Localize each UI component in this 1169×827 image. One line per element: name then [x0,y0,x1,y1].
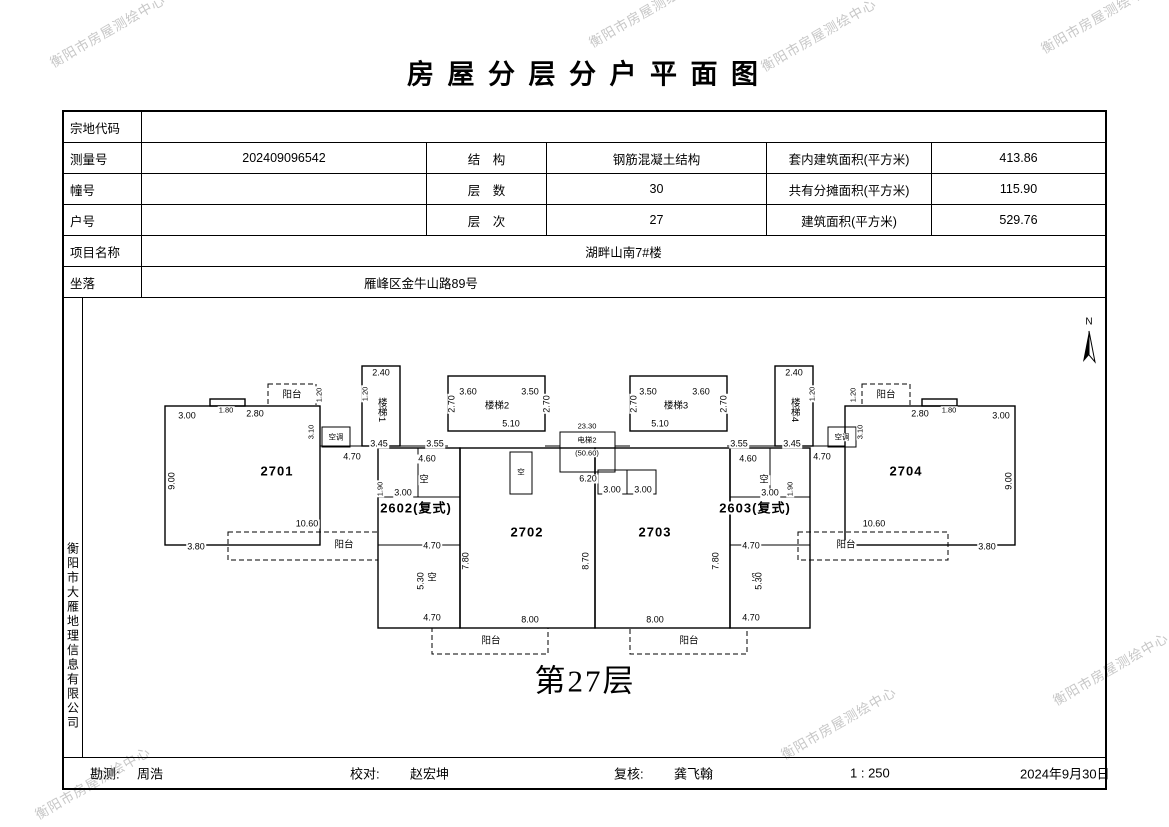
balcony-bottom-right [629,627,748,655]
inner-area-label: 套内建筑面积(平方米) [767,143,932,174]
gross-area-label: 建筑面积(平方米) [767,205,932,236]
sheet-frame: 宗地代码 测量号 202409096542 结 构 钢筋混凝土结构 套内建筑面积… [62,110,1110,790]
company-strip: 衡阳市大雁地理信息有限公司 [64,298,83,758]
reviewed-by-label: 复核: [614,766,644,782]
north-arrow-icon [1083,330,1096,364]
structure-label: 结 构 [427,143,547,174]
level-value: 27 [547,205,767,236]
location-value-cell: 雁峰区金牛山路89号 [142,267,1105,298]
project-name-label: 项目名称 [64,236,142,267]
balcony-bottom-left [431,627,549,655]
floors-label: 层 数 [427,174,547,205]
unit-no-label: 户号 [64,205,142,236]
date-value: 2024年9月30日 [1020,766,1110,782]
survey-by-value: 周浩 [137,766,164,782]
page-title: 房 屋 分 层 分 户 平 面 图 [406,59,762,90]
ac-box-right [827,426,857,448]
survey-no-label: 测量号 [64,143,142,174]
shared-area-value: 115.90 [932,174,1105,205]
elevator-outline [559,431,616,473]
info-table: 宗地代码 测量号 202409096542 结 构 钢筋混凝土结构 套内建筑面积… [64,112,1105,298]
floors-value: 30 [547,174,767,205]
location-label: 坐落 [64,267,142,298]
reviewed-by-value: 龚飞翰 [674,766,714,782]
balcony-top-right [861,383,911,407]
balcony-right [797,531,949,561]
balcony-top-left [267,383,317,407]
shared-area-label: 共有分摊面积(平方米) [767,174,932,205]
unit-2703-outline [594,447,731,629]
unit-2701-outline [164,405,321,546]
building-no-label: 幢号 [64,174,142,205]
project-name-value: 湖畔山南7#楼 [142,236,1105,267]
checked-by-label: 校对: [350,766,380,782]
unit-no-value [142,205,427,236]
inner-area-value: 413.86 [932,143,1105,174]
parcel-code-label: 宗地代码 [64,112,142,143]
location-value: 雁峰区金牛山路89号 [364,276,478,291]
checked-by-value: 赵宏坤 [410,766,450,782]
scale-value: 1 : 250 [850,765,890,781]
floor-caption: 第27层 [534,663,636,699]
footer-bar: 勘测: 周浩 校对: 赵宏坤 复核: 龚飞翰 1 : 250 2024年9月30… [64,757,1110,788]
unit-2702-outline [459,447,596,629]
unit-2602-outline [377,447,461,629]
survey-by-label: 勘测: [90,766,120,782]
stair1-outline [361,365,401,447]
stair3-outline [629,375,728,432]
survey-no-value: 202409096542 [142,143,427,174]
gross-area-value: 529.76 [932,205,1105,236]
stair2-outline [447,375,546,432]
level-label: 层 次 [427,205,547,236]
unit-2704-outline [844,405,1016,546]
building-no-value [142,174,427,205]
ac-box-left [321,426,351,448]
north-label: N [1085,316,1093,328]
company-name: 衡阳市大雁地理信息有限公司 [65,542,80,731]
parcel-code-value [142,112,1105,143]
stair4-outline [774,365,814,447]
balcony-left [227,531,379,561]
structure-value: 钢筋混凝土结构 [547,143,767,174]
